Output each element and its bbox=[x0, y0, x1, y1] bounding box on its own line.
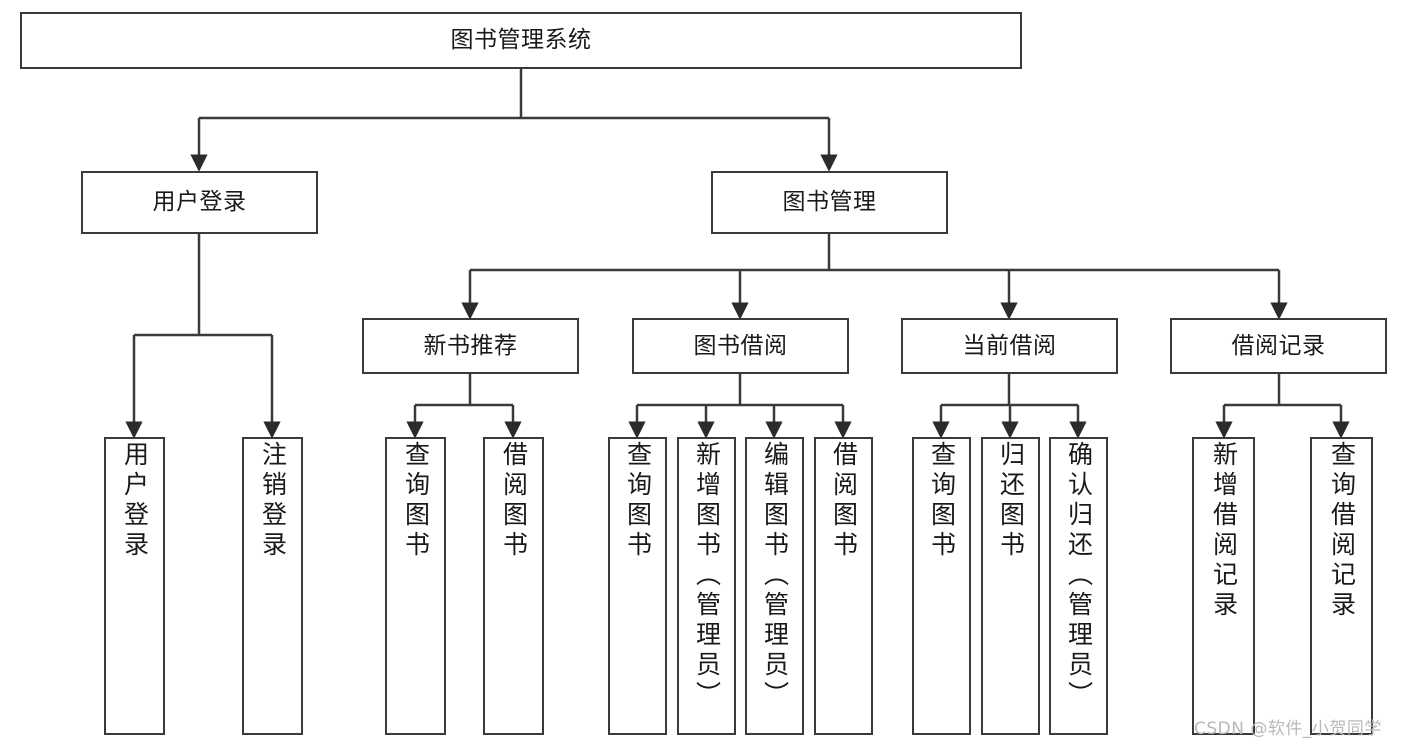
leaf-br-add-record-label: 新增借阅记录 bbox=[1209, 441, 1239, 621]
leaf-nb-query-book-label: 查询图书 bbox=[401, 441, 431, 561]
leaf-cb-query-book-label: 查询图书 bbox=[927, 441, 957, 561]
node-current-borrow[interactable]: 当前借阅 bbox=[901, 318, 1118, 374]
leaf-bb-edit-book[interactable]: 编辑图书（管理员） bbox=[745, 437, 804, 735]
leaf-user-logout-label: 注销登录 bbox=[258, 441, 288, 561]
node-borrow-record[interactable]: 借阅记录 bbox=[1170, 318, 1387, 374]
node-book-manage-label: 图书管理 bbox=[782, 189, 877, 215]
node-user-login-label: 用户登录 bbox=[152, 189, 247, 215]
leaf-cb-query-book[interactable]: 查询图书 bbox=[912, 437, 971, 735]
leaf-nb-query-book[interactable]: 查询图书 bbox=[385, 437, 446, 735]
leaf-bb-query-book-label: 查询图书 bbox=[623, 441, 653, 561]
csdn-watermark: CSDN @软件_小贺同学 bbox=[1194, 719, 1382, 739]
node-root-label: 图书管理系统 bbox=[450, 27, 592, 53]
leaf-bb-borrow-book[interactable]: 借阅图书 bbox=[814, 437, 873, 735]
leaf-cb-return-book-label: 归还图书 bbox=[996, 441, 1026, 561]
node-new-book-rec-label: 新书推荐 bbox=[423, 332, 518, 359]
leaf-nb-borrow-book-label: 借阅图书 bbox=[499, 441, 529, 561]
leaf-user-login-label: 用户登录 bbox=[120, 441, 150, 561]
leaf-nb-borrow-book[interactable]: 借阅图书 bbox=[483, 437, 544, 735]
leaf-cb-return-book[interactable]: 归还图书 bbox=[981, 437, 1040, 735]
node-borrow-record-label: 借阅记录 bbox=[1231, 332, 1326, 359]
node-current-borrow-label: 当前借阅 bbox=[962, 332, 1057, 359]
leaf-br-add-record[interactable]: 新增借阅记录 bbox=[1192, 437, 1255, 735]
leaf-cb-confirm-return[interactable]: 确认归还（管理员） bbox=[1049, 437, 1108, 735]
node-new-book-rec[interactable]: 新书推荐 bbox=[362, 318, 579, 374]
leaf-br-query-record-label: 查询借阅记录 bbox=[1327, 441, 1357, 621]
node-book-manage[interactable]: 图书管理 bbox=[711, 171, 948, 234]
leaf-bb-query-book[interactable]: 查询图书 bbox=[608, 437, 667, 735]
leaf-cb-confirm-return-label: 确认归还（管理员） bbox=[1064, 441, 1094, 711]
node-root[interactable]: 图书管理系统 bbox=[20, 12, 1022, 69]
node-user-login[interactable]: 用户登录 bbox=[81, 171, 318, 234]
node-book-borrow[interactable]: 图书借阅 bbox=[632, 318, 849, 374]
leaf-bb-borrow-book-label: 借阅图书 bbox=[829, 441, 859, 561]
leaf-user-logout[interactable]: 注销登录 bbox=[242, 437, 303, 735]
leaf-bb-edit-book-label: 编辑图书（管理员） bbox=[760, 441, 790, 711]
node-book-borrow-label: 图书借阅 bbox=[693, 332, 788, 359]
leaf-br-query-record[interactable]: 查询借阅记录 bbox=[1310, 437, 1373, 735]
leaf-bb-add-book-label: 新增图书（管理员） bbox=[692, 441, 722, 711]
leaf-bb-add-book[interactable]: 新增图书（管理员） bbox=[677, 437, 736, 735]
leaf-user-login[interactable]: 用户登录 bbox=[104, 437, 165, 735]
